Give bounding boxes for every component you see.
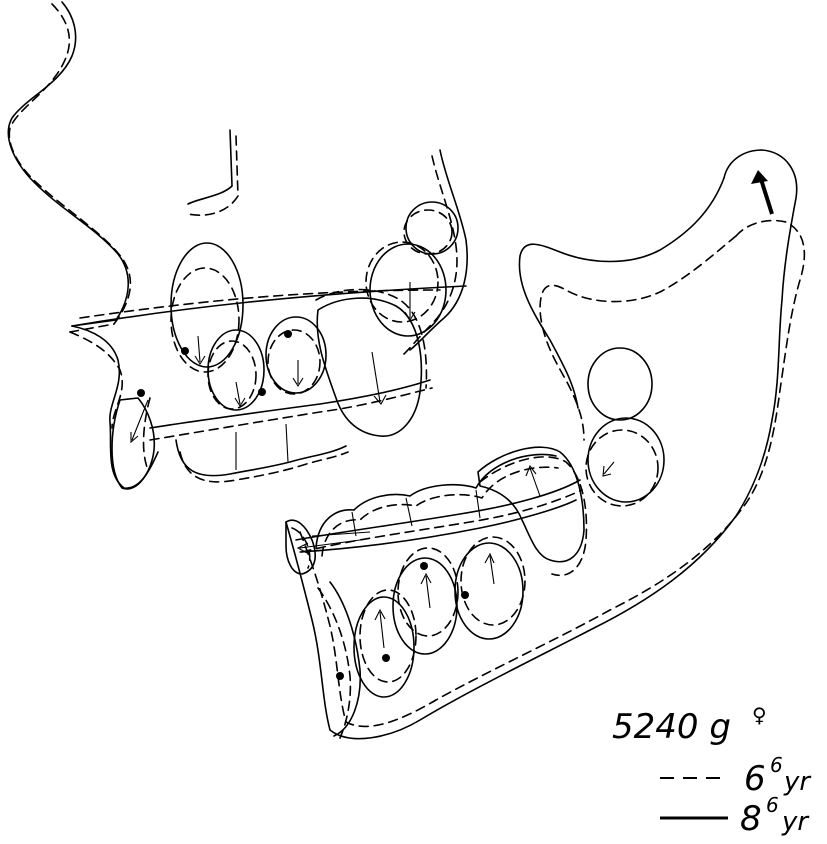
legend-solid-age-sup: 6 bbox=[766, 793, 779, 817]
legend-dashed-unit: yr bbox=[783, 767, 812, 797]
condyle-growth-arrow bbox=[751, 170, 772, 214]
mandible-outline bbox=[286, 150, 804, 739]
legend: 5240 g ♀ 6 6 yr 8 6 yr bbox=[612, 703, 812, 839]
upper-teeth bbox=[112, 202, 458, 489]
legend-solid-unit: yr bbox=[781, 807, 810, 837]
legend-solid-age: 8 bbox=[740, 799, 762, 839]
legend-specimen: 5240 g bbox=[612, 707, 731, 747]
legend-dashed-age-sup: 6 bbox=[770, 753, 783, 777]
legend-dashed-age: 6 bbox=[744, 759, 766, 799]
female-symbol: ♀ bbox=[752, 703, 767, 727]
